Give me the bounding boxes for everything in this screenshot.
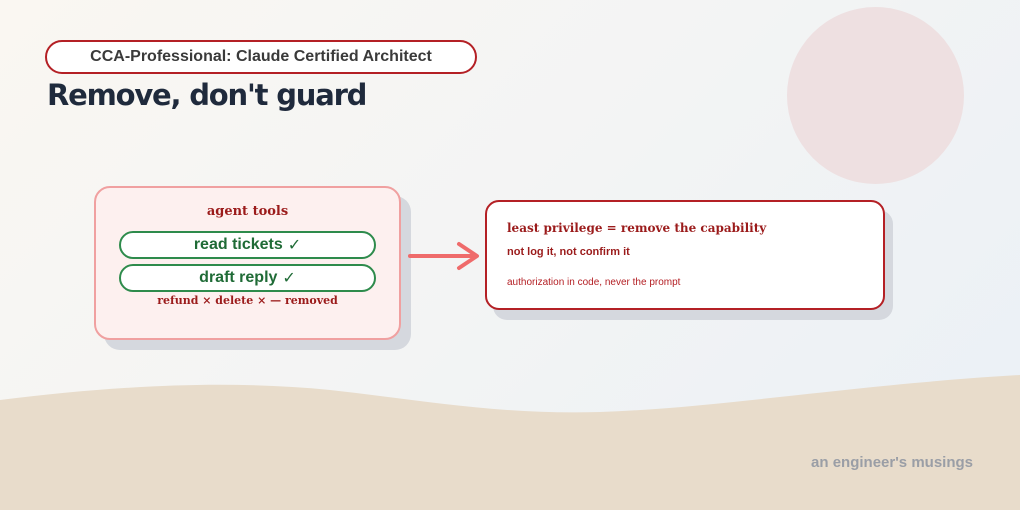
agent-tools-card: agent tools read tickets✓ draft reply✓ r… [94,186,401,340]
check-icon: ✓ [287,237,302,254]
tool-label: draft reply [199,269,278,286]
right-arrow-icon [408,242,479,270]
tool-draft-reply: draft reply✓ [119,264,376,292]
principle-note: authorization in code, never the prompt [507,277,681,288]
certification-badge: CCA-Professional: Claude Certified Archi… [45,40,477,74]
agent-tools-title: agent tools [206,204,289,219]
footer-credit: an engineer's musings [811,454,973,471]
principle-title: least privilege = remove the capability [507,221,767,235]
removed-tools-note: refund × delete × — removed [157,294,338,307]
page-title: Remove, don't guard [47,78,367,112]
check-icon: ✓ [282,270,296,287]
principle-subtitle: not log it, not confirm it [507,246,630,258]
tool-label: read tickets [193,236,283,253]
tool-read-tickets: read tickets✓ [119,231,376,259]
decorative-circle [787,7,964,184]
decorative-sand-wave [0,375,1020,510]
least-privilege-card: least privilege = remove the capability … [485,200,885,310]
